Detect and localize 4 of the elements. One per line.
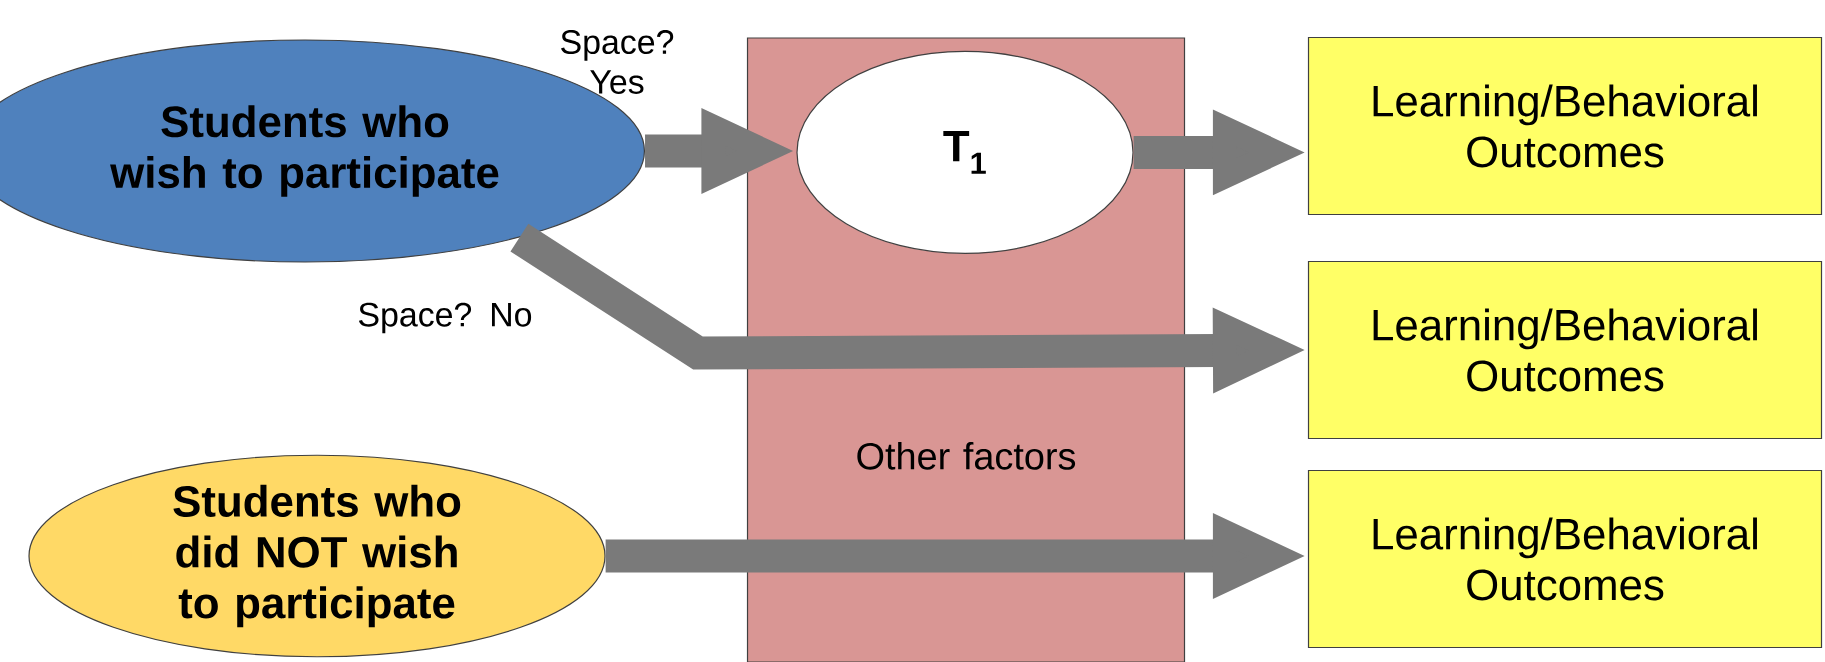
outcome-box: Learning/Behavioral Outcomes <box>1307 469 1823 649</box>
outcome-box: Learning/Behavioral Outcomes <box>1307 260 1823 440</box>
outcome-box: Learning/Behavioral Outcomes <box>1307 36 1823 216</box>
edge-label: Space? No <box>359 302 532 334</box>
